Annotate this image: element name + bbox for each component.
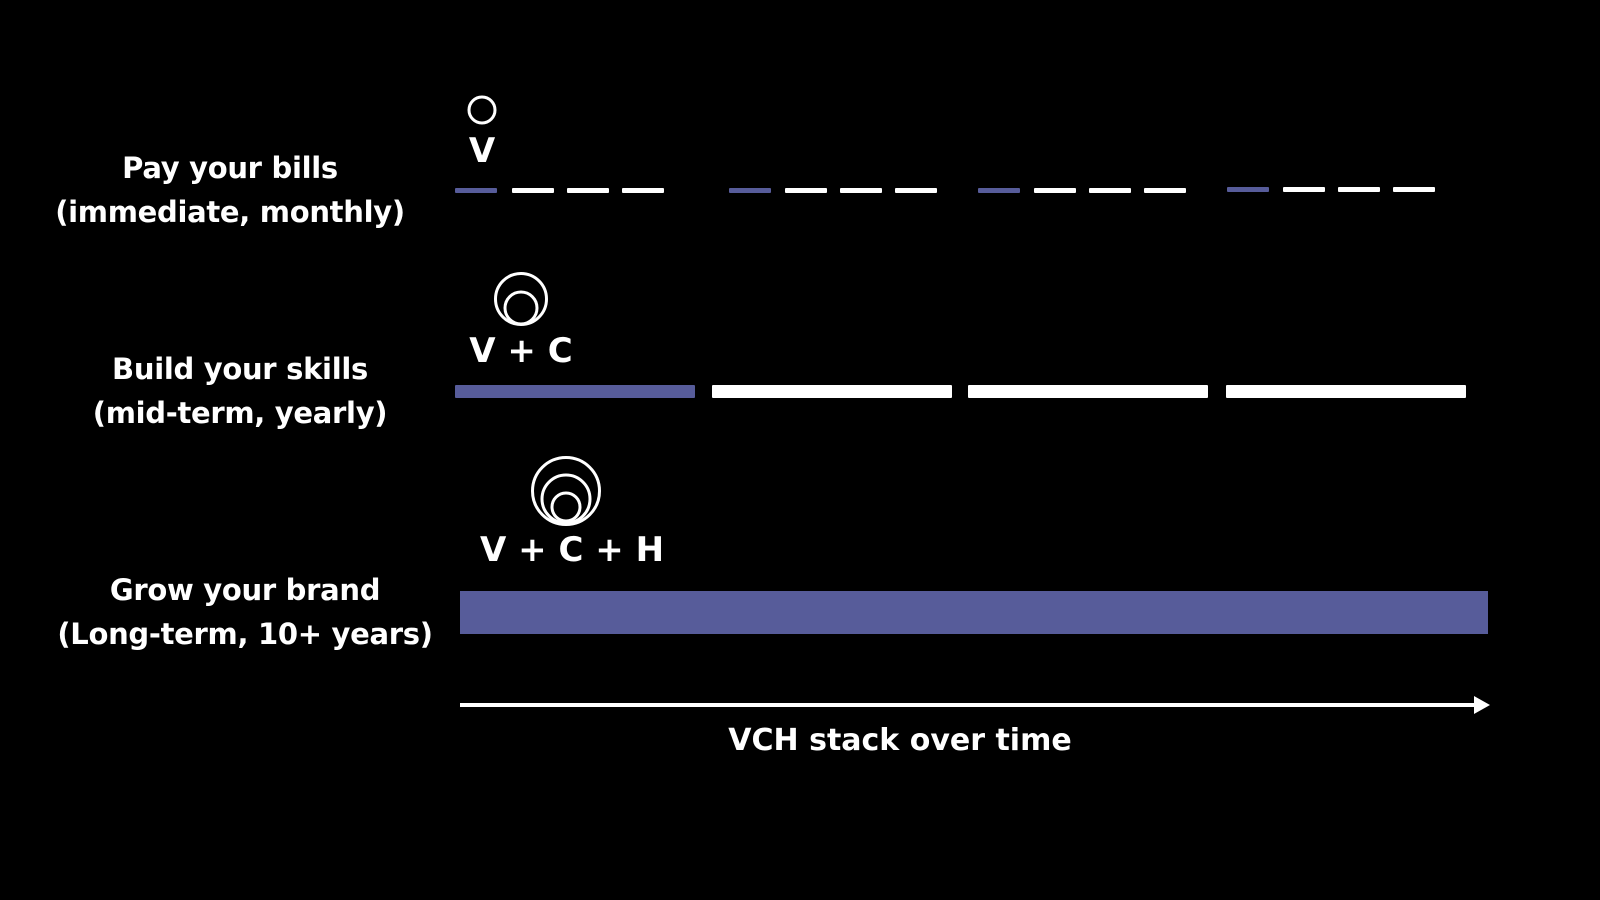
dash-accent: [729, 188, 771, 193]
dash: [785, 188, 827, 193]
row-label-subtitle: (Long-term, 10+ years): [57, 617, 433, 651]
row-label-subtitle: (immediate, monthly): [55, 195, 405, 229]
dash: [1338, 187, 1380, 192]
row-label-pay-bills: Pay your bills (immediate, monthly): [30, 146, 430, 234]
row-label-grow-brand: Grow your brand (Long-term, 10+ years): [40, 568, 450, 656]
triple-circle-icon: [531, 456, 601, 526]
bar: [712, 385, 952, 398]
dash-accent: [455, 188, 497, 193]
dash: [895, 188, 937, 193]
dash: [512, 188, 554, 193]
dash: [1393, 187, 1435, 192]
stack-label-v-c-h: V + C + H: [480, 530, 665, 570]
dash: [1283, 187, 1325, 192]
stack-label-v: V: [468, 131, 496, 171]
single-circle-icon: [467, 95, 497, 125]
double-circle-icon: [494, 272, 548, 326]
dash: [1034, 188, 1076, 193]
dash-accent: [1227, 187, 1269, 192]
dash: [622, 188, 664, 193]
row-label-title: Pay your bills: [122, 151, 338, 185]
row-label-subtitle: (mid-term, yearly): [92, 396, 388, 430]
time-axis-arrow: [460, 696, 1490, 714]
bar-accent: [455, 385, 695, 398]
dash: [840, 188, 882, 193]
bar: [968, 385, 1208, 398]
row-label-title: Build your skills: [112, 352, 368, 386]
stack-label-v-c: V + C: [469, 331, 573, 371]
row-label-title: Grow your brand: [109, 573, 381, 607]
dash: [567, 188, 609, 193]
dash: [1144, 188, 1186, 193]
long-term-bar: [460, 591, 1488, 634]
dash-accent: [978, 188, 1020, 193]
row-label-build-skills: Build your skills (mid-term, yearly): [40, 347, 440, 435]
axis-label: VCH stack over time: [728, 723, 1072, 758]
dash: [1089, 188, 1131, 193]
bar: [1226, 385, 1466, 398]
